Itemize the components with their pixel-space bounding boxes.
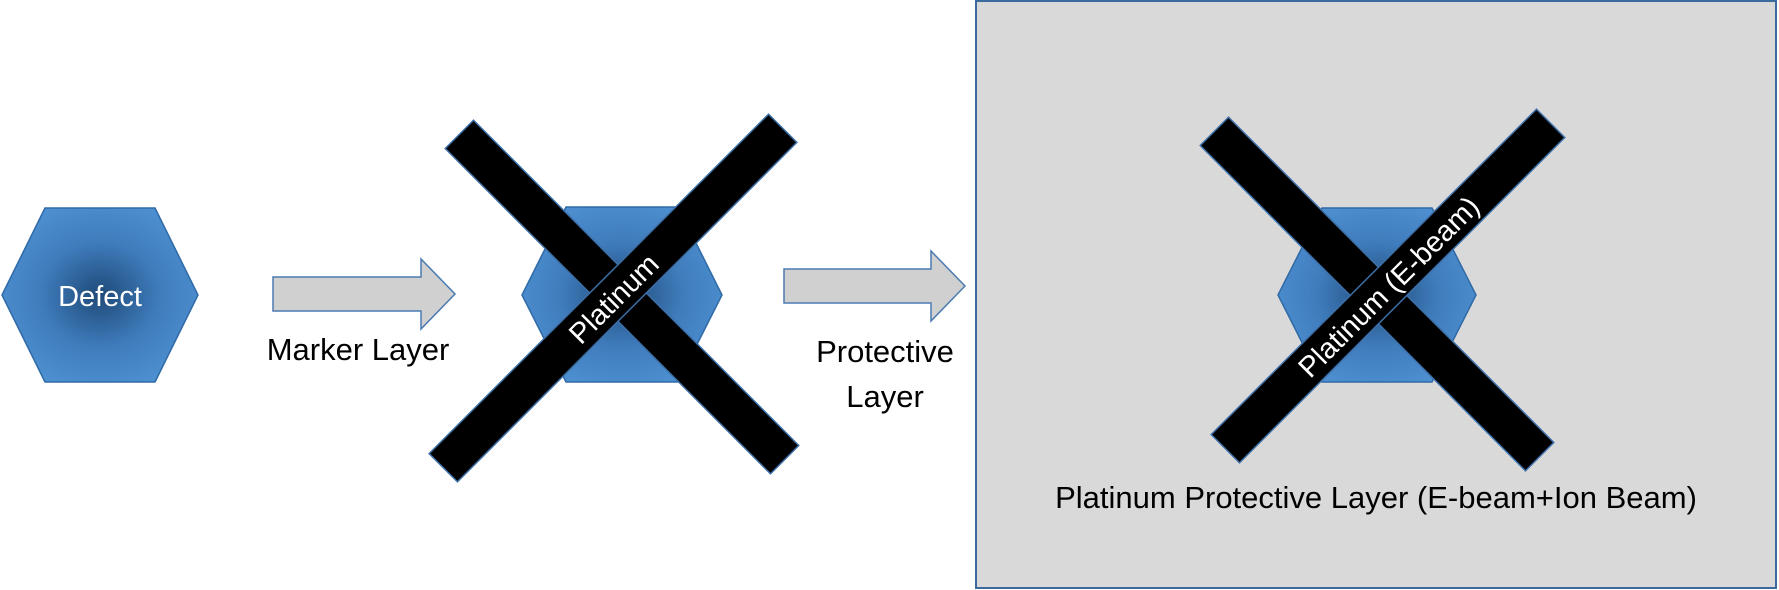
ebeam-bar-front bbox=[1210, 108, 1566, 464]
defect-step: Defect bbox=[1, 207, 199, 383]
platinum-bar-front bbox=[428, 113, 798, 483]
panel-caption: Platinum Protective Layer (E-beam+Ion Be… bbox=[1055, 480, 1697, 515]
defect-hexagon bbox=[1, 207, 199, 383]
marker-layer-label: Marker Layer bbox=[267, 332, 450, 367]
marker-layer-arrow: Marker Layer bbox=[267, 257, 457, 367]
arrow-shape bbox=[783, 249, 967, 323]
marker-step: Platinum bbox=[428, 113, 800, 483]
protective-layer-label-line2: Layer bbox=[846, 379, 924, 414]
defect-label: Defect bbox=[58, 281, 142, 313]
protective-layer-arrow: Protective Layer bbox=[783, 249, 967, 414]
arrow-shape bbox=[272, 257, 457, 331]
protective-layer-label-line1: Protective bbox=[816, 334, 954, 369]
protective-step: Platinum (E-beam) bbox=[1199, 108, 1566, 472]
